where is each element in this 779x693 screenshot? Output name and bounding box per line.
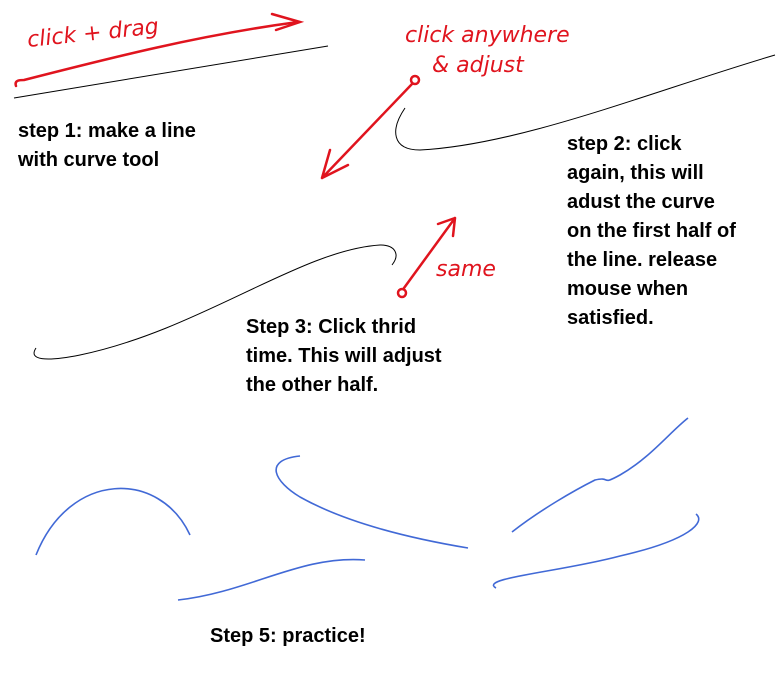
step3-curve bbox=[33, 244, 397, 360]
step3-text: Step 3: Click thrid time. This will adju… bbox=[246, 316, 442, 396]
click-anywhere-label: click anywhere bbox=[405, 23, 570, 48]
practice-curve-arc bbox=[35, 487, 191, 556]
click-drag-label: click + drag bbox=[26, 14, 160, 53]
step2-curve bbox=[395, 54, 776, 151]
practice-curve-rising bbox=[511, 417, 689, 533]
adjust-arrow-1 bbox=[320, 82, 414, 180]
adjust-label: & adjust bbox=[432, 53, 525, 78]
practice-curve-swoosh bbox=[492, 513, 700, 589]
step1-text: step 1: make a line with curve tool bbox=[18, 120, 196, 171]
practice-curve-hook bbox=[275, 455, 469, 549]
step5-text: Step 5: practice! bbox=[210, 625, 366, 647]
click-point-2 bbox=[396, 287, 408, 299]
same-label: same bbox=[436, 257, 496, 282]
adjust-arrow-2 bbox=[402, 216, 457, 290]
step2-text: step 2: click again, this will adust the… bbox=[567, 133, 736, 329]
drag-arrowhead bbox=[270, 12, 305, 32]
practice-curve-wave bbox=[177, 558, 366, 601]
drag-arrow bbox=[14, 20, 300, 88]
step1-straight-line bbox=[13, 45, 329, 99]
click-point-1 bbox=[409, 74, 421, 86]
